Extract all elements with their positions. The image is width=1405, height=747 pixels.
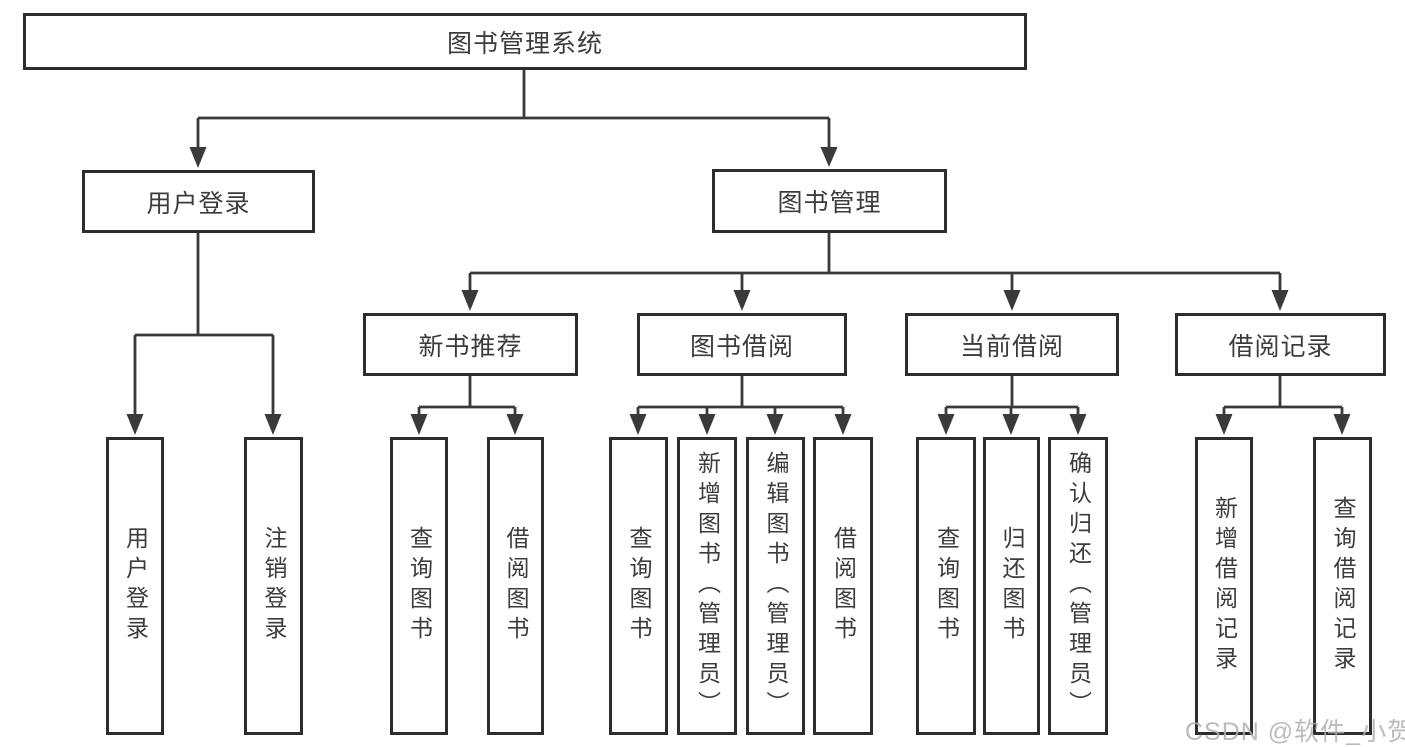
arrowhead [461, 290, 479, 311]
node-current-borrow-label: 当前借阅 [959, 332, 1064, 361]
connector-borrow-records-children [1222, 376, 1344, 417]
node-leaf-nbr-query: 查询图书 [390, 437, 448, 735]
connector-new-book-rec-children [417, 376, 517, 417]
arrowhead [733, 290, 751, 311]
arrowhead [1003, 290, 1021, 311]
node-leaf-cb-return: 归还图书 [983, 437, 1040, 735]
node-current-borrow: 当前借阅 [905, 313, 1119, 376]
node-borrow-records-label: 借阅记录 [1228, 332, 1333, 361]
node-leaf-cb-confirm: 确认归还（管理员） [1048, 437, 1108, 735]
arrowhead [126, 414, 144, 435]
node-leaf-br-add: 新增借阅记录 [1195, 437, 1253, 735]
arrowhead [698, 414, 716, 435]
node-leaf-bb-add: 新增图书（管理员） [677, 437, 737, 735]
node-user-login-label: 用户登录 [146, 189, 251, 218]
watermark: CSDN @软件_小贺同学 [1185, 718, 1405, 746]
node-leaf-bb-edit: 编辑图书（管理员） [746, 437, 805, 735]
node-leaf-nbr-borrow-label: 借阅图书 [503, 526, 529, 646]
node-user-login: 用户登录 [82, 170, 315, 233]
node-leaf-br-query: 查询借阅记录 [1313, 437, 1372, 735]
node-leaf-nbr-borrow: 借阅图书 [487, 437, 544, 735]
arrowhead [1002, 414, 1020, 435]
arrowhead [834, 414, 852, 435]
node-new-book-rec: 新书推荐 [363, 313, 578, 376]
node-leaf-cb-query-label: 查询图书 [933, 526, 960, 646]
node-leaf-logout-label: 注销登录 [261, 526, 287, 646]
node-leaf-cb-return-label: 归还图书 [999, 526, 1025, 646]
node-leaf-cb-query: 查询图书 [916, 437, 976, 735]
node-book-borrow-label: 图书借阅 [689, 332, 794, 361]
arrowhead [820, 147, 838, 167]
node-leaf-user-login: 用户登录 [106, 437, 164, 735]
arrowhead [1271, 290, 1289, 311]
connector-book-borrow-children [636, 376, 845, 417]
arrowhead [410, 414, 428, 435]
node-leaf-bb-borrow: 借阅图书 [813, 437, 873, 735]
node-leaf-bb-edit-label: 编辑图书（管理员） [763, 451, 789, 721]
node-leaf-br-query-label: 查询借阅记录 [1330, 496, 1356, 676]
node-leaf-logout: 注销登录 [244, 437, 303, 735]
connector-root-to-level2 [196, 70, 831, 150]
node-leaf-bb-query: 查询图书 [609, 437, 668, 735]
arrowhead [264, 414, 282, 435]
arrowhead [629, 414, 647, 435]
node-leaf-bb-add-label: 新增图书（管理员） [694, 451, 721, 721]
node-root-label: 图书管理系统 [446, 29, 603, 58]
node-book-mgmt: 图书管理 [712, 169, 947, 233]
arrowhead [506, 414, 524, 435]
node-leaf-bb-query-label: 查询图书 [626, 526, 652, 646]
arrowhead [937, 414, 955, 435]
node-book-mgmt-label: 图书管理 [777, 189, 882, 217]
node-new-book-rec-label: 新书推荐 [418, 332, 523, 361]
arrowhead [1069, 414, 1087, 435]
arrowhead [189, 147, 207, 168]
arrowhead [766, 414, 784, 435]
node-leaf-user-login-label: 用户登录 [122, 526, 149, 646]
connector-current-borrow-children [944, 376, 1080, 417]
connector-book-mgmt-children [468, 233, 1282, 293]
node-book-borrow: 图书借阅 [637, 313, 847, 376]
node-borrow-records: 借阅记录 [1175, 313, 1386, 376]
node-leaf-nbr-query-label: 查询图书 [406, 526, 433, 646]
connector-user-login-children [133, 233, 275, 417]
arrowhead [1333, 414, 1351, 435]
node-root: 图书管理系统 [23, 13, 1027, 70]
arrowhead [1215, 414, 1233, 435]
node-leaf-bb-borrow-label: 借阅图书 [830, 526, 857, 646]
node-leaf-cb-confirm-label: 确认归还（管理员） [1065, 451, 1092, 721]
node-leaf-br-add-label: 新增借阅记录 [1211, 496, 1238, 676]
